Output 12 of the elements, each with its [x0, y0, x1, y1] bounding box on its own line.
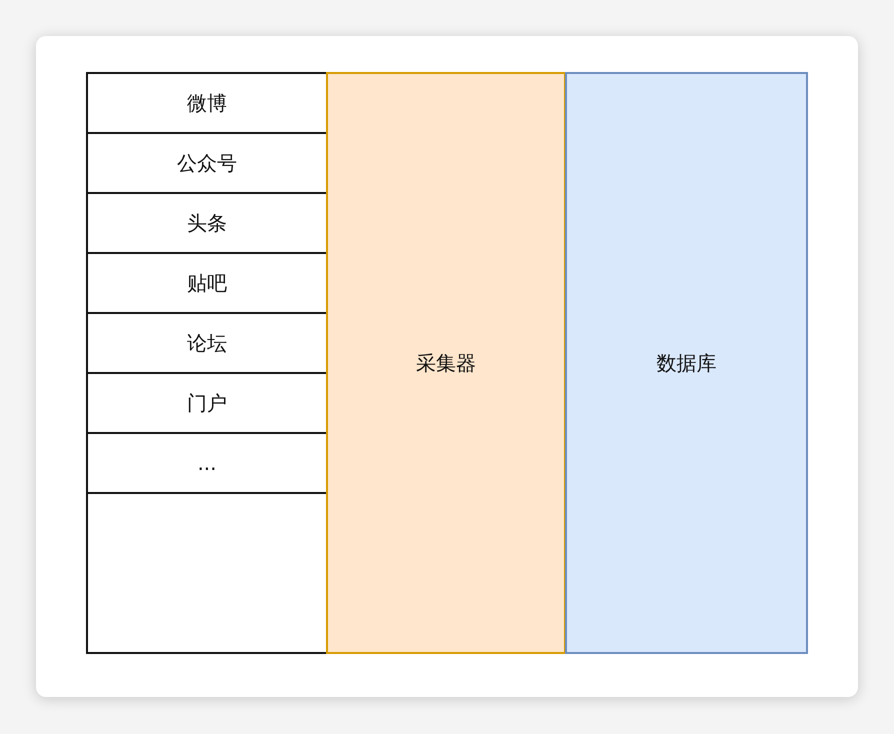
- node-label: 贴吧: [187, 270, 227, 296]
- node-label: ...: [197, 451, 217, 475]
- node-label: 采集器: [416, 350, 476, 376]
- node-label: 微博: [187, 90, 227, 116]
- column-panel: [565, 72, 808, 654]
- column-panel: [326, 72, 566, 654]
- node-label: 公众号: [177, 150, 237, 176]
- list-panel: [86, 72, 328, 654]
- node-label: 论坛: [187, 330, 227, 356]
- node-label: 数据库: [656, 350, 716, 376]
- node-label: 头条: [187, 210, 227, 236]
- node-label: 门户: [187, 390, 227, 416]
